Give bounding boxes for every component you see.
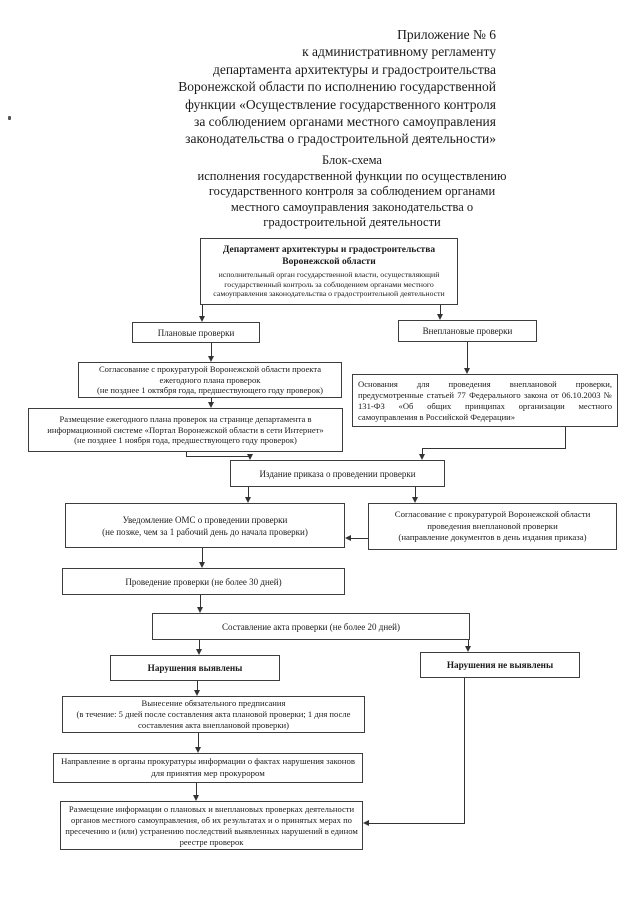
connector-not-found-registry-v [464,678,465,823]
header-line: департамента архитектуры и градостроител… [212,61,496,77]
connector-notification-conduct [202,548,203,562]
arrow-publication-order [247,454,253,460]
connector-order-unplanned-approval [415,487,416,497]
connector-not-found-registry-h [369,823,465,824]
arrow-notification-conduct [199,562,205,568]
connector-publication-order-v [186,452,187,457]
connector-act-not-found [468,640,469,646]
title-line: градостроительной деятельности [263,215,441,230]
node-text: Уведомление ОМС о проведении проверки (н… [102,514,308,537]
title-line: Блок-схема [322,153,382,167]
header-line: законодательства о градостроительной дея… [185,131,496,147]
connector-act-found [199,640,200,649]
connector-prescription-prosecutor [198,733,199,747]
node-text: Согласование с прокуратурой Воронежской … [394,509,591,543]
connector-order-notification [248,487,249,497]
title-line: исполнения государственной функции по ос… [197,168,507,183]
node-text: Составление акта проверки (не более 20 д… [222,621,400,632]
connector-grounds-order-h [422,448,566,449]
node-department: Департамент архитектуры и градостроитель… [200,238,458,305]
connector-approval-notification-h [351,538,368,539]
header-line: функции «Осуществление государственного … [185,96,496,112]
node-text: Направление в органы прокуратуры информа… [60,756,356,778]
node-prosecutor-info: Направление в органы прокуратуры информа… [53,753,363,783]
arrow-approval-publication [208,402,214,408]
connector-unplanned-grounds [467,342,468,368]
node-prescription: Вынесение обязательного предписания (в т… [62,696,365,733]
node-planned-checks: Плановые проверки [132,322,260,343]
department-name: Департамент архитектуры и градостроитель… [222,245,436,256]
node-text: Основания для проведения внеплановой про… [358,378,612,422]
connector-publication-order-h [186,456,251,457]
node-order-issue: Издание приказа о проведении проверки [230,460,445,487]
node-plan-publication: Размещение ежегодного плана проверок на … [28,408,343,452]
node-violations-not-found: Нарушения не выявлены [420,652,580,678]
node-text: Нарушения выявлены [147,663,243,673]
node-plan-approval: Согласование с прокуратурой Воронежской … [78,362,342,398]
connector-found-prescription [197,681,198,690]
node-text: Плановые проверки [157,327,235,338]
arrow-prescription-prosecutor [195,747,201,753]
department-name-2: Воронежской области [282,257,376,268]
header-line: за соблюдением органами местного самоупр… [193,114,496,130]
arrow-dept-planned [199,316,205,322]
connector-dept-planned [202,305,203,316]
node-text: Размещение ежегодного плана проверок на … [47,414,324,446]
connector-grounds-order-v1 [565,427,566,448]
arrow-order-unplanned-approval [412,497,418,503]
header-line: к административному регламенту [302,44,496,60]
scan-artifact [8,116,11,120]
connector-conduct-act [200,595,201,607]
arrow-dept-unplanned [437,314,443,320]
connector-dept-unplanned [440,305,441,314]
arrow-prosecutor-registry [193,795,199,801]
connector-planned-approval [211,343,212,356]
node-text: Проведение проверки (не более 30 дней) [125,576,282,587]
arrow-order-notification [245,497,251,503]
node-act-drafting: Составление акта проверки (не более 20 д… [152,613,470,640]
node-text: Издание приказа о проведении проверки [259,468,416,479]
arrow-planned-approval [208,356,214,362]
arrow-act-not-found [465,646,471,652]
department-description: исполнительный орган государственной вла… [213,270,445,299]
node-text: Согласование с прокуратурой Воронежской … [97,363,323,396]
header-line: Приложение № 6 [397,27,496,42]
arrow-not-found-registry [363,820,369,826]
node-text: Вынесение обязательного предписания (в т… [76,698,351,730]
title-line: местного самоуправления законодательства… [230,199,474,214]
document-header: Приложение № 6 к административному регла… [150,26,496,148]
header-line: Воронежской области по исполнению госуда… [178,79,496,95]
node-unplanned-grounds: Основания для проведения внеплановой про… [352,374,618,427]
arrow-grounds-order [419,454,425,460]
connector-prosecutor-registry [196,783,197,795]
node-unplanned-checks: Внеплановые проверки [398,320,537,342]
connector-approval-publication [211,398,212,402]
node-violations-found: Нарушения выявлены [110,655,280,681]
title-line: государственного контроля за соблюдением… [208,184,496,199]
node-text: Размещение информации о плановых и внепл… [65,803,358,847]
node-check-conduct: Проведение проверки (не более 30 дней) [62,568,345,595]
node-text: Внеплановые проверки [422,326,513,336]
connector-grounds-order-v2 [422,448,423,454]
node-registry-publication: Размещение информации о плановых и внепл… [60,801,363,850]
node-text: Нарушения не выявлены [446,660,554,670]
node-unplanned-approval: Согласование с прокуратурой Воронежской … [368,503,617,550]
scheme-title: Блок-схема исполнения государственной фу… [100,153,604,231]
arrow-act-found [196,649,202,655]
arrow-conduct-act [197,607,203,613]
node-oms-notification: Уведомление ОМС о проведении проверки (н… [65,503,345,548]
arrow-approval-notification [345,535,351,541]
arrow-found-prescription [194,690,200,696]
arrow-unplanned-grounds [464,368,470,374]
